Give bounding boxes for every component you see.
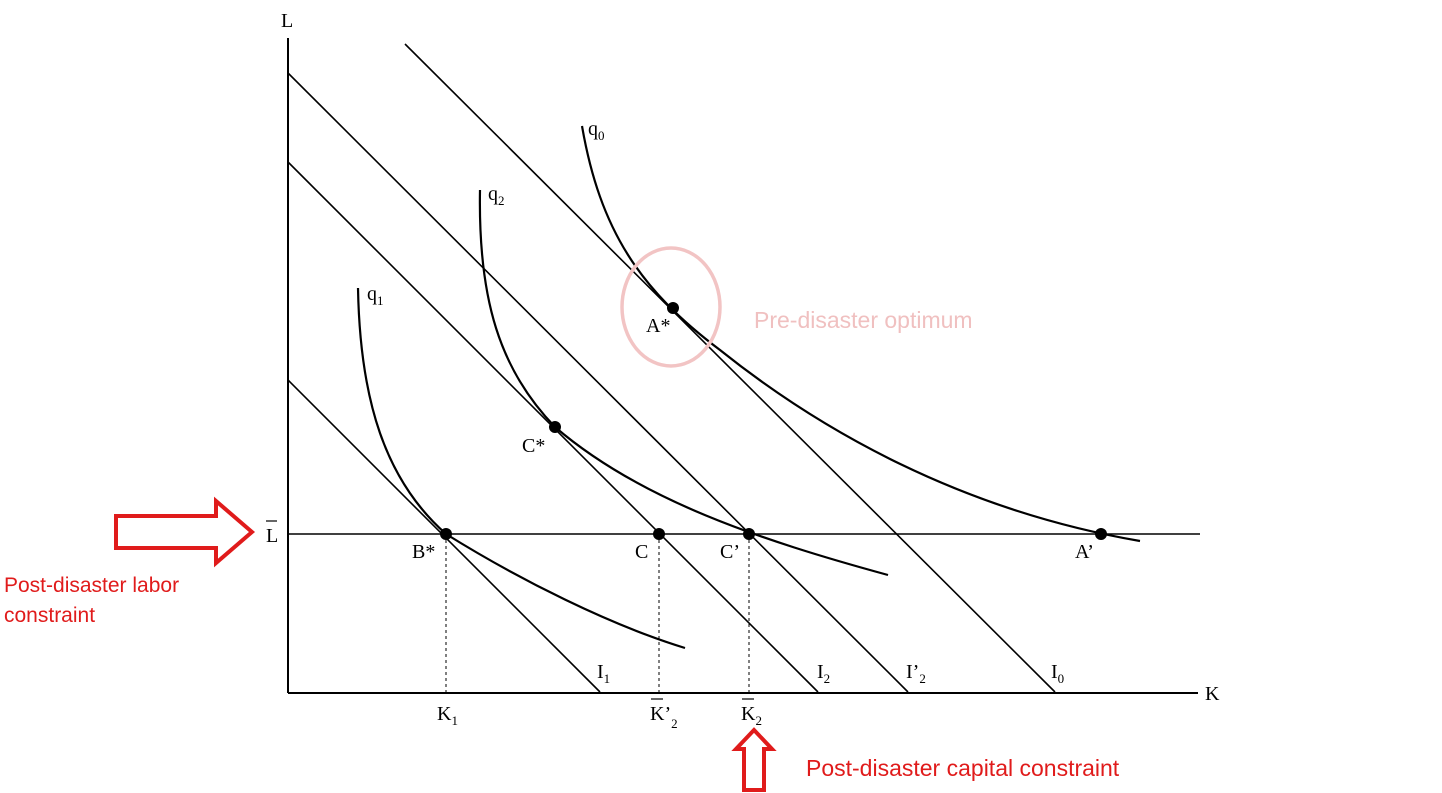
capital-constraint-label: Post-disaster capital constraint	[806, 755, 1120, 781]
label-a-prime: A’	[1075, 541, 1094, 563]
tick-k2-bar-prime: K’2	[650, 698, 678, 731]
pre-disaster-label: Pre-disaster optimum	[754, 307, 973, 333]
label-q0: q0	[588, 118, 605, 143]
tick-l-bar: L	[266, 520, 278, 547]
svg-text:K2: K2	[741, 703, 762, 728]
svg-text:K’2: K’2	[650, 703, 678, 731]
isoquant-q0	[580, 125, 1141, 543]
label-q2: q2	[488, 183, 505, 208]
l-axis-label: L	[281, 10, 293, 32]
label-i1: I1	[597, 661, 610, 686]
point-b-star	[440, 528, 452, 540]
isocost-i2-prime	[287, 72, 909, 693]
label-i2: I2	[817, 661, 830, 686]
tick-k2-bar: K2	[741, 698, 762, 728]
label-c-prime: C’	[720, 541, 740, 563]
labor-constraint-arrow	[114, 496, 256, 568]
label-a-star: A*	[646, 315, 670, 337]
point-c-star	[549, 421, 561, 433]
labor-constraint-label-line1: Post-disaster labor	[4, 574, 179, 597]
point-a-prime	[1095, 528, 1107, 540]
point-a-star	[667, 302, 679, 314]
label-c-star: C*	[522, 435, 545, 457]
capital-constraint-arrow	[731, 727, 777, 792]
tick-k1: K1	[437, 703, 458, 728]
label-i2-prime: I’2	[906, 661, 926, 686]
point-c	[653, 528, 665, 540]
labor-constraint-label-line2: constraint	[4, 604, 95, 627]
label-q1: q1	[367, 283, 384, 308]
point-c-prime	[743, 528, 755, 540]
isocost-i0	[404, 43, 1056, 693]
k-axis-label: K	[1205, 683, 1220, 705]
label-b-star: B*	[412, 541, 435, 563]
isoquant-q2	[478, 189, 889, 577]
isoquant-q1	[356, 287, 686, 650]
label-c: C	[635, 541, 648, 563]
pre-disaster-highlight	[620, 246, 722, 368]
label-i0: I0	[1051, 661, 1064, 686]
svg-text:L: L	[266, 525, 278, 547]
